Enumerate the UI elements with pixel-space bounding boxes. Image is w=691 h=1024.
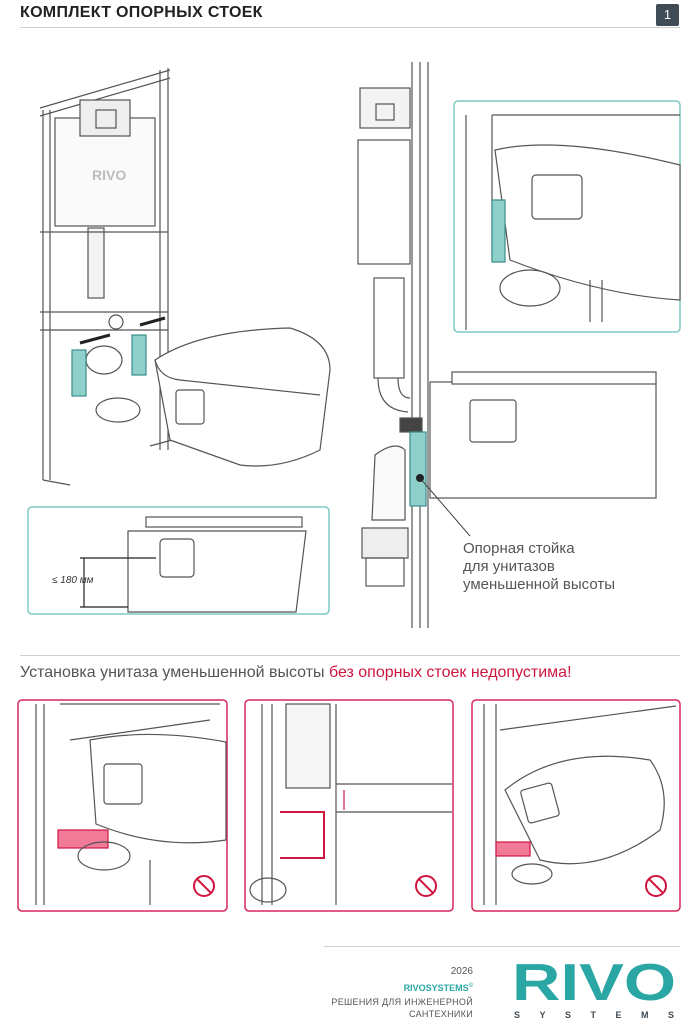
warning-detail-1-content — [35, 703, 227, 905]
warning-statement: Установка унитаза уменьшенной высоты без… — [20, 664, 572, 682]
detail-box-dimension — [27, 506, 330, 615]
detail-dimension-content — [80, 516, 307, 613]
footer-brand: RIVOSYSTEMS© — [404, 983, 473, 993]
page-number: 1 — [656, 4, 679, 26]
warning-detail-1 — [17, 699, 228, 912]
detail-top-right-content — [465, 114, 681, 330]
warning-text: Установка унитаза уменьшенной высоты — [20, 664, 329, 681]
header-divider — [20, 27, 680, 28]
rivo-logo: RIVO SYSTEMS — [512, 955, 676, 1020]
warning-emphasis: без опорных стоек недопустима! — [328, 664, 572, 681]
callout-dot — [416, 474, 424, 482]
footer-brand-mark: © — [468, 983, 473, 989]
callout-line: Опорная стойка — [463, 540, 575, 557]
support-leg-right — [131, 334, 147, 376]
callout-leader-line — [419, 477, 471, 537]
footer-year: 2026 — [450, 966, 473, 977]
wall-hung-toilet — [154, 327, 331, 467]
tank-brand-label: RIVO — [92, 167, 126, 183]
prohibited-icon — [193, 875, 215, 897]
dimension-label: ≤ 180 мм — [52, 575, 94, 586]
support-leg-callout: Опорная стойка для унитазов уменьшенной … — [463, 540, 615, 594]
warning-detail-2 — [244, 699, 454, 912]
prohibited-icon — [415, 875, 437, 897]
installation-frame — [39, 68, 173, 486]
footer-brand-name: RIVOSYSTEMS — [403, 983, 469, 993]
warning-detail-2-content — [249, 703, 452, 905]
side-view-section — [357, 62, 657, 628]
footer-tagline-1: РЕШЕНИЯ ДЛЯ ИНЖЕНЕРНОЙ — [331, 997, 473, 1007]
logo-wordmark: RIVO — [512, 955, 676, 1012]
prohibited-icon — [645, 875, 667, 897]
footer-divider — [324, 946, 680, 947]
page-title: КОМПЛЕКТ ОПОРНЫХ СТОЕК — [20, 4, 263, 21]
footer-tagline-2: САНТЕХНИКИ — [409, 1009, 473, 1019]
warning-detail-3 — [471, 699, 681, 912]
warning-detail-3-content — [483, 704, 677, 905]
section-divider — [20, 655, 680, 656]
callout-line: уменьшенной высоты — [463, 576, 615, 593]
logo-subtitle: SYSTEMS — [514, 1010, 674, 1020]
callout-line: для унитазов — [463, 558, 555, 575]
support-leg-left — [71, 349, 87, 397]
